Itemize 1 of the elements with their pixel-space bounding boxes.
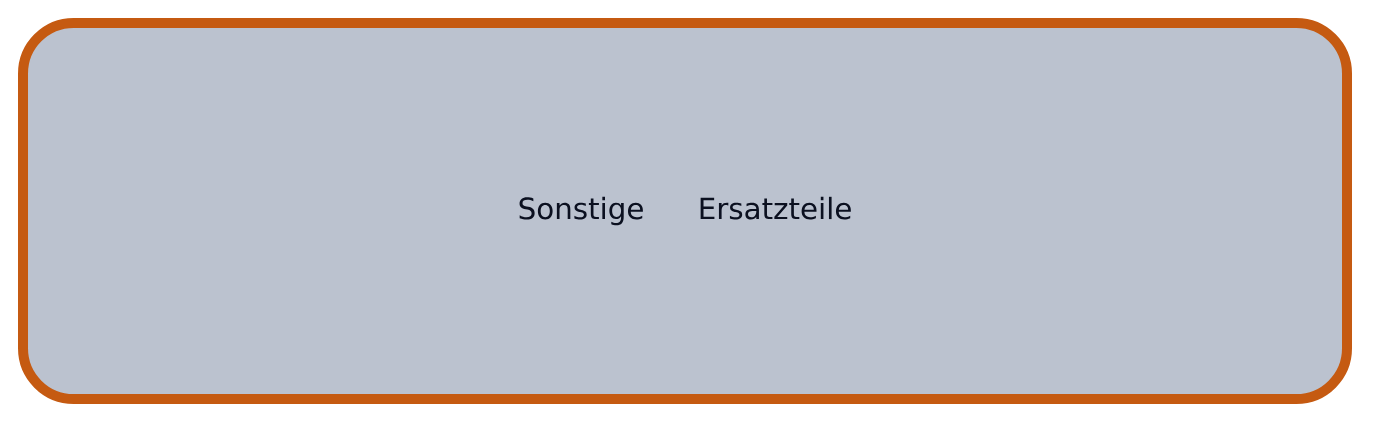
rounded-box: Sonstige Ersatzteile (18, 18, 1352, 404)
